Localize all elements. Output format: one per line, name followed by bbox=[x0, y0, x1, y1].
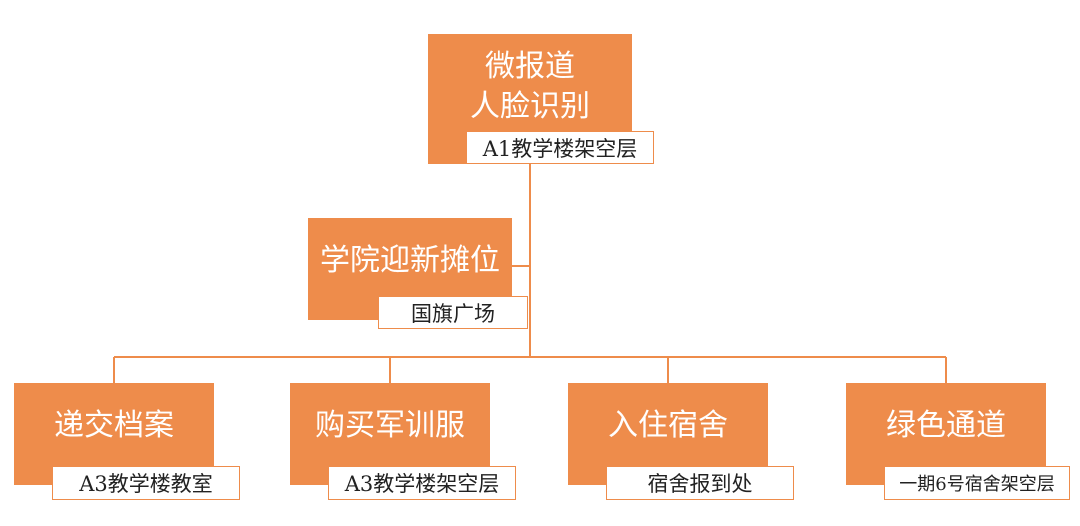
location-tag-flag-square: 国旗广场 bbox=[378, 296, 528, 329]
node-title: 购买军训服 bbox=[315, 408, 465, 443]
location-tag-dorm-desk: 宿舍报到处 bbox=[606, 466, 794, 500]
location-tag-a1: A1教学楼架空层 bbox=[466, 131, 654, 164]
location-tag-a3-classroom: A3教学楼教室 bbox=[52, 466, 240, 500]
node-title: 入住宿舍 bbox=[608, 408, 728, 443]
location-tag-a3-ground: A3教学楼架空层 bbox=[328, 466, 516, 500]
node-title-line1: 微报道 bbox=[485, 49, 575, 84]
node-title: 绿色通道 bbox=[886, 408, 1006, 443]
location-tag-dorm6: 一期6号宿舍架空层 bbox=[884, 466, 1070, 500]
node-title: 递交档案 bbox=[54, 408, 174, 443]
node-title: 学院迎新摊位 bbox=[320, 243, 500, 278]
node-title-line2: 人脸识别 bbox=[470, 89, 590, 124]
